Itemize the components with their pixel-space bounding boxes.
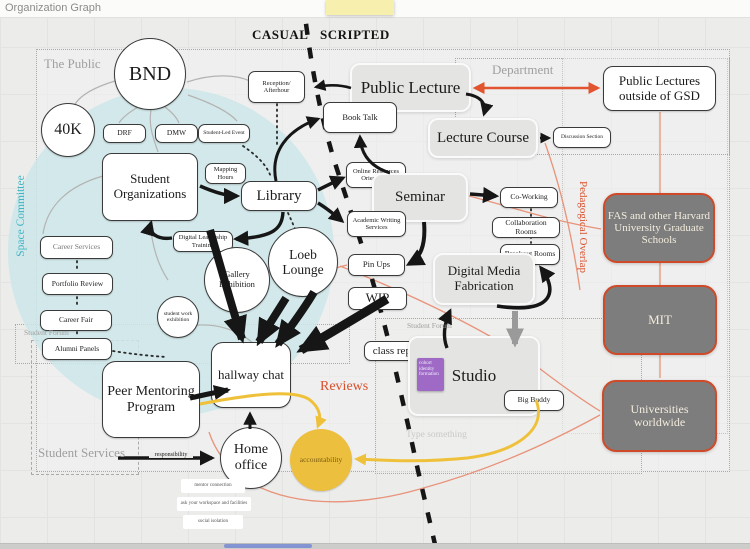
node-discussion-section[interactable]: Discussion Section xyxy=(553,127,611,148)
zone-label-the-public: The Public xyxy=(44,56,101,71)
node-student-work-exhibition[interactable]: student work exhibition xyxy=(157,296,199,338)
node-co-working[interactable]: Co-Working xyxy=(500,187,558,208)
node-fas-harvard-graduate-schools[interactable]: FAS and other Harvard University Graduat… xyxy=(603,193,715,263)
node-gallery-exhibition[interactable]: Gallery Exhibition xyxy=(204,247,270,313)
node-student-led-event[interactable]: Student-Led Event xyxy=(198,124,250,143)
axis-label-casual[interactable]: CASUAL xyxy=(252,27,309,42)
zone-label-student-services: Student Services xyxy=(38,445,126,460)
type-something-placeholder[interactable]: Type something xyxy=(406,430,467,440)
label-reviews[interactable]: Reviews xyxy=(320,379,369,394)
node-lecture-course[interactable]: Lecture Course xyxy=(428,118,538,158)
node-wip[interactable]: WIP xyxy=(348,287,407,310)
note-workspace-facilities[interactable]: ask your workspace and facilities xyxy=(177,497,251,511)
node-peer-mentoring-program[interactable]: Peer Mentoring Program xyxy=(102,361,200,438)
node-student-organizations[interactable]: Student Organizations xyxy=(102,153,198,221)
node-portfolio-review[interactable]: Portfolio Review xyxy=(42,273,113,295)
node-book-talk[interactable]: Book Talk xyxy=(323,102,397,133)
zone-label-student-forum-studio: Student Forum xyxy=(407,321,452,330)
node-40k[interactable]: 40K xyxy=(41,103,95,157)
node-public-lectures-outside-gsd[interactable]: Public Lectures outside of GSD xyxy=(603,66,716,111)
node-academic-writing-services[interactable]: Academic Writing Services xyxy=(347,211,406,237)
node-universities-worldwide[interactable]: Universities worldwide xyxy=(602,380,717,452)
zone-label-student-forum-left: Student Forum xyxy=(24,328,69,337)
node-loeb-lounge[interactable]: Loeb Lounge xyxy=(268,227,338,297)
node-alumni-panels[interactable]: Alumni Panels xyxy=(42,338,112,360)
node-dmw[interactable]: DMW xyxy=(155,124,198,143)
node-library[interactable]: Library xyxy=(241,181,317,211)
node-collaboration-rooms[interactable]: Collaboration Rooms xyxy=(492,217,560,238)
horizontal-scrollbar-thumb[interactable] xyxy=(224,544,312,548)
sticky-note-top[interactable] xyxy=(326,0,394,15)
node-bnd[interactable]: BND xyxy=(114,38,186,110)
node-reception-afterhour[interactable]: Reception/ Afterhour xyxy=(248,71,305,103)
note-mentor-connection[interactable]: mentor connection xyxy=(181,479,245,493)
axis-label-space-committee[interactable]: Space Committee xyxy=(15,175,27,257)
node-mapping-hours[interactable]: Mapping Hours xyxy=(205,163,246,184)
node-hallway-chat[interactable]: hallway chat xyxy=(211,342,291,408)
node-pin-ups[interactable]: Pin Ups xyxy=(348,254,405,276)
node-digital-media-fabrication[interactable]: Digital Media Fabrication xyxy=(433,253,535,305)
node-accountability[interactable]: accountability xyxy=(290,429,352,491)
axis-label-pedagogical-overlap[interactable]: Pedagogical Overlap xyxy=(577,181,589,273)
node-drf[interactable]: DRF xyxy=(103,124,146,143)
board-title[interactable]: Organization Graph xyxy=(5,2,101,14)
axis-label-scripted[interactable]: SCRIPTED xyxy=(320,27,390,42)
note-social-isolation[interactable]: social isolation xyxy=(183,515,243,529)
label-responsibility: responsibility xyxy=(149,452,193,458)
node-career-services[interactable]: Career Services xyxy=(40,236,113,259)
node-career-fair[interactable]: Career Fair xyxy=(40,310,112,331)
node-mit[interactable]: MIT xyxy=(603,285,717,355)
node-big-buddy[interactable]: Big Buddy xyxy=(504,390,564,411)
sticky-cohort-identity-formation[interactable]: cohort identity formation xyxy=(417,358,444,391)
bottom-scrollbar-track[interactable] xyxy=(0,543,750,549)
zone-label-department: Department xyxy=(492,62,554,77)
